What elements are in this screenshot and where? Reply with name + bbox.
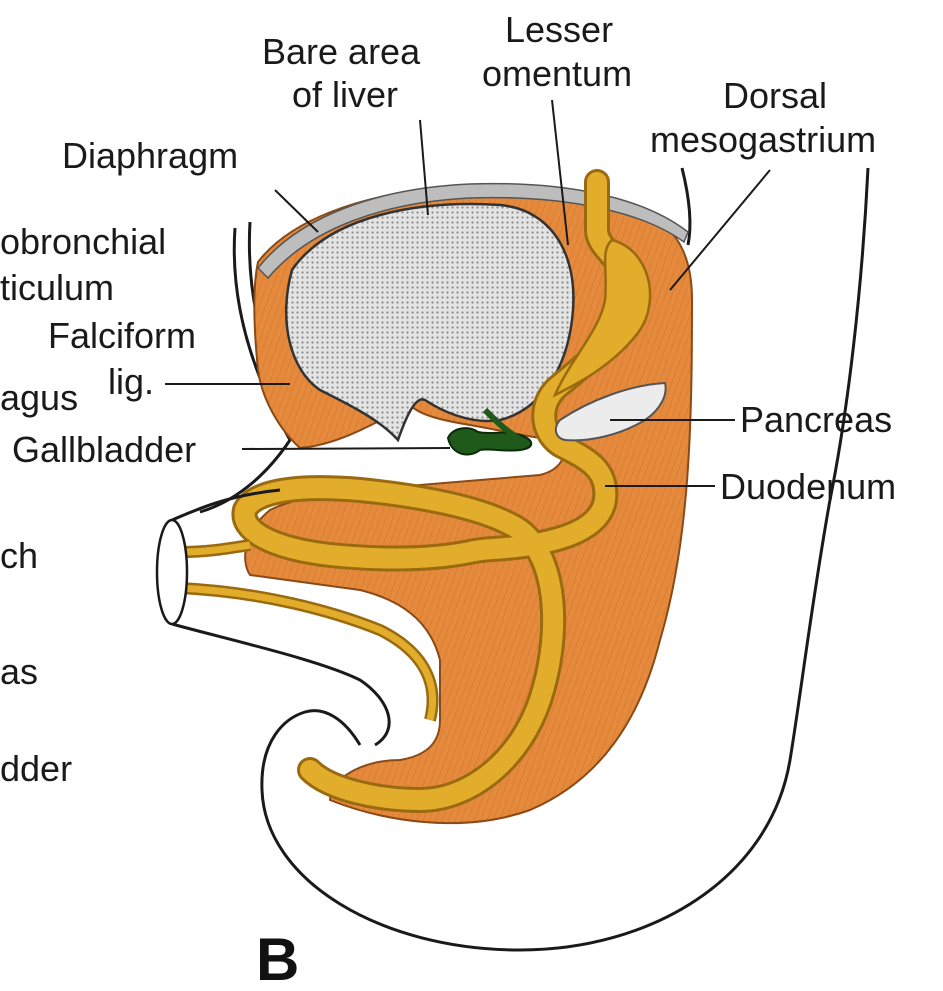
label-dorsal-mesogastrium-line2: mesogastrium [650, 119, 876, 160]
label-falciform-line2: lig. [108, 361, 154, 402]
label-bare-area-line1: Bare area [262, 31, 421, 72]
label-duodenum: Duodenum [720, 466, 896, 507]
label-diaphragm: Diaphragm [62, 135, 238, 176]
label-pancreas: Pancreas [740, 399, 892, 440]
label-lesser-omentum-line2: omentum [482, 53, 632, 94]
leader-gallbladder [242, 448, 450, 449]
label-falciform-line1: Falciform [48, 315, 196, 356]
vitelline-duct-lower-fill [180, 588, 433, 720]
label-tracheobronchial-line2: ticulum [0, 267, 114, 308]
label-cropped-3: dder [0, 748, 72, 789]
label-gallbladder: Gallbladder [12, 429, 196, 470]
label-bare-area-line2: of liver [292, 74, 398, 115]
panel-letter: B [256, 926, 299, 991]
label-dorsal-mesogastrium-line1: Dorsal [723, 75, 827, 116]
label-tracheobronchial-line1: obronchial [0, 221, 166, 262]
leader-diaphragm [275, 190, 318, 232]
label-esophagus: agus [0, 377, 78, 418]
label-cropped-1: ch [0, 535, 38, 576]
umbilical-cord-end [157, 520, 187, 624]
label-cropped-2: as [0, 651, 38, 692]
label-lesser-omentum-line1: Lesser [505, 9, 613, 50]
